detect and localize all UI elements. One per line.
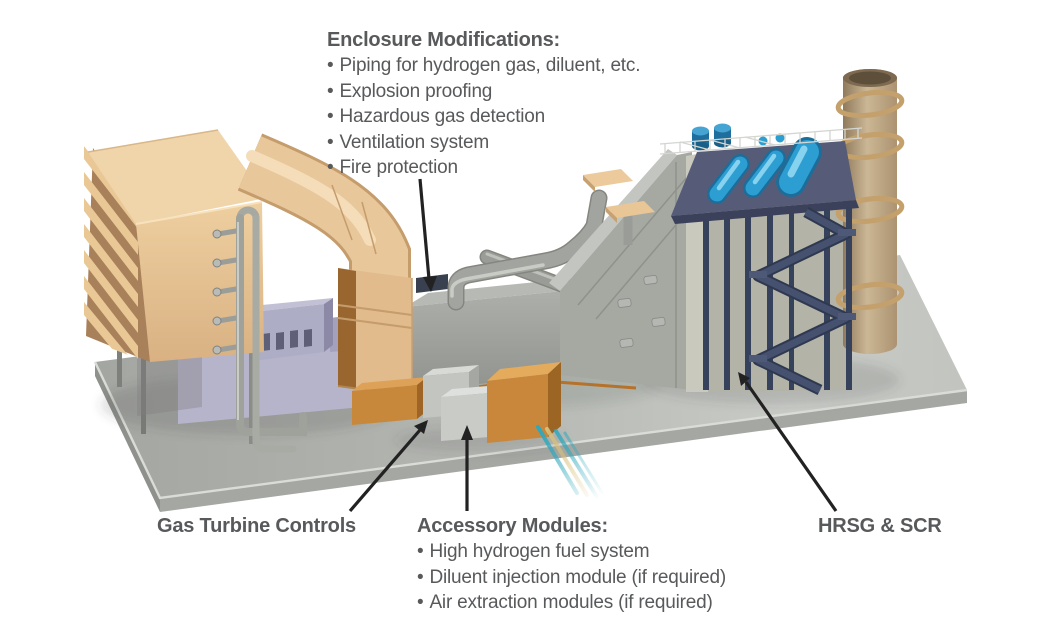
callout-arrows [348,178,838,513]
arrow-enclosure-modifications [418,178,437,292]
orange-skid [352,377,427,425]
stack-rings [835,89,905,311]
module-pipes [536,425,608,501]
arrow-hrsg-scr [738,372,838,512]
hrsg-columns [703,207,852,390]
arrow-accessory-modules [461,425,473,511]
gas-turbine-controls-boxes [352,365,500,441]
louver-fins [84,146,142,364]
enclosure-modifications-heading: Enclosure Modifications: [327,29,561,51]
bullet-line: •Fire protection [327,157,458,178]
air-inlet-filter-house [84,129,307,453]
bullet-line: •Explosion proofing [327,80,493,102]
deck-railing [659,127,863,155]
annotation-hrsg-scr: HRSG & SCR [818,515,942,537]
accessory-modules-heading: Accessory Modules: [417,515,608,537]
pipe-manifold [212,206,307,453]
annotation-accessory-modules: Accessory Modules: •High hydrogen fuel s… [417,513,726,616]
annotation-gas-turbine-controls: Gas Turbine Controls [157,515,356,537]
bullet-line: •Piping for hydrogen gas, diluent, etc. [327,55,641,76]
bullet-line: •Ventilation system [327,131,489,153]
hrsg-with-scr [659,69,905,395]
inlet-duct [237,133,413,397]
filter-house-supports [117,340,255,444]
bullet-line: •High hydrogen fuel system [417,541,650,562]
hrsg-stairs [749,207,856,395]
enclosure-modifications-bullets: •Piping for hydrogen gas, diluent, etc. •… [327,53,640,181]
exhaust-stack [835,69,905,354]
annotation-enclosure-modifications: Enclosure Modifications: •Piping for hyd… [327,27,640,181]
steam-drums [707,137,822,204]
bullet-line: •Hazardous gas detection [327,106,546,127]
bullet-line: •Diluent injection module (if required) [417,566,727,588]
accessory-modules-bullets: •High hydrogen fuel system •Diluent injec… [417,539,726,616]
vent-platform-lower [583,169,633,192]
bullet-line: •Air extraction modules (if required) [417,592,713,613]
vent-platform-upper [606,201,655,223]
arrow-gas-turbine-controls [348,420,428,513]
accessory-module-box [487,362,608,501]
exhaust-transition-wall [549,149,693,390]
